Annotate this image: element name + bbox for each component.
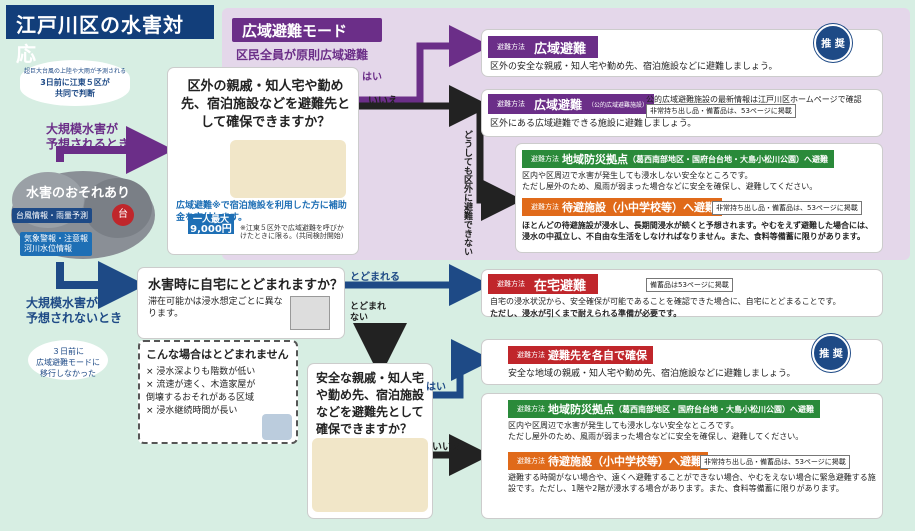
page-title: 江戸川区の水害対応 [6, 5, 214, 66]
arrow-yes-r1 [358, 25, 491, 104]
result-5-header: 避難方法 避難先を各自で確保 [508, 346, 653, 364]
warning-chip: 気象警報・注意報 河川水位情報 [20, 232, 92, 256]
house-floors-image [290, 296, 330, 330]
case-not-large-flood: 大規模水害が予想されないとき [26, 296, 123, 325]
flood-mode-badge: 広域避難モード [232, 18, 382, 42]
cannot-stay-title: こんな場合はとどまれません [146, 348, 289, 361]
result-4-text: 自宅の浸水状況から、安全確保が可能であることを確認できた場合に、自宅にとどまるこ… [490, 297, 841, 318]
question-3-text: 安全な親戚・知人宅や勤め先、宿泊施設などを避難先として確保できますか？ [316, 371, 425, 436]
result-1-text: 区外の安全な親戚・知人宅や勤め先、宿泊施設などに避難しましょう。 [490, 62, 778, 72]
result-2-ref: 非常持ち出し品・備蓄品は、53ページに掲載 [646, 104, 796, 118]
result-3-text-2: ほとんどの待避施設が浸水し、長期間浸水が続くと予想されます。やむをえず避難した場… [522, 221, 873, 241]
flood-house-illustration [262, 414, 292, 440]
result-4-ref: 備蓄品は53ページに掲載 [646, 278, 733, 292]
recommend-badge-2: 推 奨 [812, 334, 850, 372]
answer-no-2: いいえ [432, 442, 462, 453]
answer-cannot-stay: とどまれない [350, 302, 387, 323]
result-3-ref: 非常持ち出し品・備蓄品は、53ページに掲載 [712, 201, 862, 215]
answer-stay: とどまれる [350, 272, 400, 283]
flood-mode-subtitle: 区民全員が原則広域避難 [236, 48, 369, 62]
family-illustration-2 [312, 438, 428, 512]
list-item: × 流速が速く、木造家屋が倒壊するおそれがある区域 [146, 380, 256, 403]
typhoon-info-chip: 台風情報・雨量予測 [12, 208, 92, 223]
result-6-header-1: 避難方法 地域防災拠点 （葛西南部地区・国府台台地・大島小松川公園）へ避難 [508, 400, 820, 418]
result-2-header: 避難方法 広域避難 （公的広域避難施設） [488, 94, 655, 114]
answer-cannot-evacuate: どうしても区外に避難できない [462, 130, 472, 256]
question-2-text: 水害時に自宅にとどまれますか？ [148, 278, 344, 293]
judgement-bubble: 超巨大台風の上陸や大雨が予測される 3日前に江東５区が 共同で判断 [20, 60, 130, 106]
result-3-header-1: 避難方法 地域防災拠点 （葛西南部地区・国府台台地・大島小松川公園）へ避難 [522, 150, 834, 168]
answer-yes-1: はい [362, 72, 382, 83]
question-2-sub: 滞在可能かは浸水想定ごとに異なります。 [148, 297, 283, 319]
family-illustration [230, 140, 346, 198]
arrow-cannot-r3 [476, 110, 523, 221]
result-4-header: 避難方法 在宅避難 [488, 274, 599, 294]
answer-no-1: いいえ [368, 96, 398, 107]
result-6-text-1: 区内や区周辺で水害が発生しても浸水しない安全なところです。ただし屋外のため、風雨… [508, 421, 804, 441]
subsidy-note: ※江東５区外で広域避難を呼びかけたときに限る。(共同検討開始) [240, 224, 344, 240]
result-3-text-1: 区内や区周辺で水害が発生しても浸水しない安全なところです。ただし屋外のため、風雨… [522, 171, 818, 191]
result-3-header-2: 避難方法 待避施設（小中学校等）へ避難 [522, 198, 722, 216]
no-transition-bubble: ３日前に 広域避難モードに 移行しなかった [28, 340, 108, 380]
arrow-to-flood-mode [56, 126, 174, 174]
recommend-badge-1: 推 奨 [814, 24, 852, 62]
cannot-stay-list: × 浸水深よりも階数が低い × 流速が速く、木造家屋が倒壊するおそれがある区域 … [146, 366, 296, 418]
list-item: × 浸水深よりも階数が低い [146, 367, 256, 377]
result-6-ref: 非常持ち出し品・備蓄品は、53ページに掲載 [700, 455, 850, 469]
answer-yes-2: はい [426, 382, 446, 393]
result-6-header-2: 避難方法 待避施設（小中学校等）へ避難 [508, 452, 708, 470]
result-1-header: 避難方法 広域避難 [488, 36, 599, 58]
result-5-text: 安全な地域の親戚・知人宅や勤め先、宿泊施設などに避難しましょう。 [508, 369, 796, 379]
result-2-info: 公的広域避難施設の最新情報は江戸川区ホームページで確認 [646, 95, 862, 104]
question-1-text: 区外の親戚・知人宅や勤め先、宿泊施設などを避難先として確保できますか？ [180, 79, 350, 130]
typhoon-icon: 台 [112, 204, 134, 226]
arrow-yes-r5 [432, 339, 493, 399]
list-item: × 浸水継続時間が長い [146, 406, 238, 416]
result-6-text-2: 避難する時間がない場合や、遠くへ避難することができない場合、やむをえない場合に緊… [508, 473, 876, 493]
result-2-text: 区外にある広域避難できる施設に避難しましょう。 [490, 119, 697, 129]
risk-label: 水害のおそれあり [26, 186, 131, 201]
case-large-flood: 大規模水害が予想されるとき [46, 122, 131, 151]
arrow-to-q2 [56, 261, 146, 309]
